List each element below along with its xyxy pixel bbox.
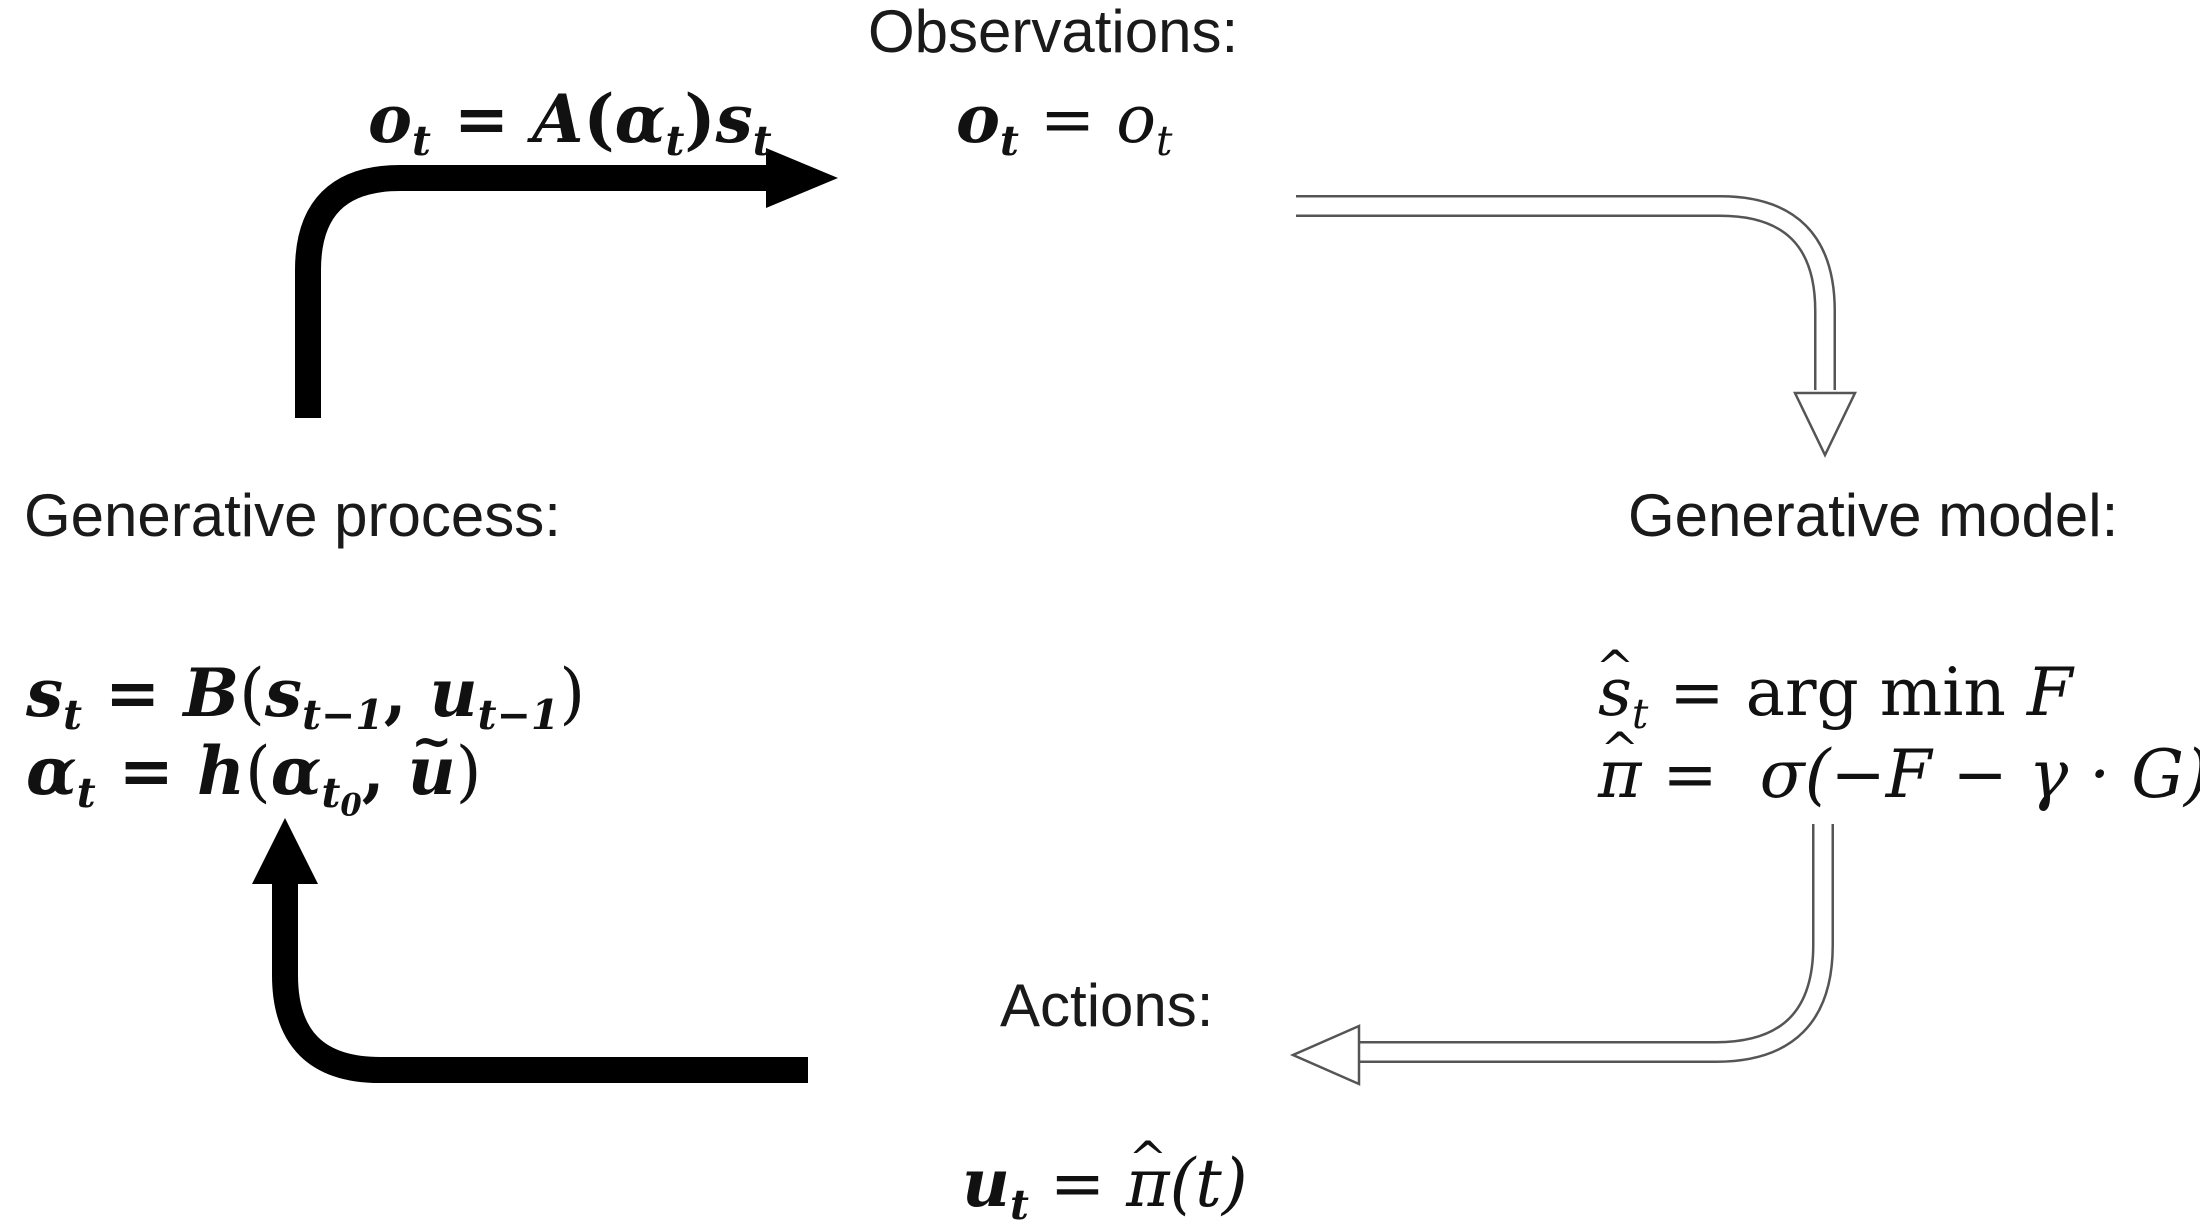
p1-comma: , [383,654,430,732]
model-to-actions-arrow [1289,824,1834,1086]
m1-F: F [2026,654,2073,731]
actions-title: Actions: [1000,972,1214,1039]
actions-to-process-arrowhead [252,818,318,884]
eq-rparen: ) [684,80,716,158]
m2-rhs: (−F − γ · G) [1804,736,2200,813]
generative-process-title: Generative process: [24,482,561,549]
p1-s2-sub: t−1 [302,691,384,740]
eq-o-sub: t [412,117,431,166]
observations-equation: ot = ot [956,86,1172,162]
p2-h: h [196,732,245,810]
a-pi-hat: π [1126,1151,1169,1217]
m1-equals: = [1648,654,1746,731]
p1-rparen: ) [559,655,586,732]
process-equation-1: st = B(st−1, ut−1) [26,660,585,736]
p1-s: s [26,654,64,732]
eq-alpha: α [614,80,666,158]
model-equation-2: π = σ(−F − γ · G) [1598,742,2200,808]
obs-lhs: o [956,80,1001,158]
process-equation-2: αt = h(αt0, u) [26,738,481,821]
p2-equals: = [95,732,197,810]
eq-alpha-sub: t [665,117,685,166]
p1-equals: = [82,654,184,732]
m2-pi-hat: π [1598,742,1641,808]
m1-argmin: arg min [1745,654,2027,731]
process-to-observations-arrowhead [766,148,838,208]
obs-equals: = [1018,81,1117,158]
actions-to-process-arrow [272,880,808,1083]
p2-alpha: α [26,732,77,810]
actions-equation: ut = π(t) [962,1150,1248,1226]
m2-equals: = [1641,736,1760,813]
p1-lparen: ( [239,655,265,732]
top-arrow-equation: ot = A(αt)st [368,86,772,162]
process-to-observations-arrow [295,165,770,418]
generative-model-title: Generative model: [1628,482,2119,549]
p1-B: B [183,654,240,732]
a-u: u [962,1144,1010,1222]
p2-alpha2-sub: t [321,769,341,818]
p2-alpha2-subsub: 0 [340,787,362,824]
p1-s-sub: t [63,691,83,740]
m1-s-hat: s [1598,660,1632,726]
p2-rparen: ) [455,733,482,810]
eq-lparen: ( [583,80,615,158]
a-u-sub: t [1010,1181,1029,1229]
m2-sigma: σ [1759,736,1805,813]
obs-rhs: o [1116,81,1156,158]
eq-s-sub: t [752,117,772,166]
p2-alpha-sub: t [76,769,96,818]
a-rhs: (t) [1169,1145,1248,1222]
eq-s: s [715,80,753,158]
eq-o: o [368,80,413,158]
p2-comma: , [361,732,408,810]
eq-A: A [532,80,584,158]
observations-to-model-arrow [1296,195,1857,458]
obs-rhs-sub: t [1155,117,1173,166]
a-equals: = [1028,1145,1127,1222]
p1-s2: s [264,654,303,732]
p2-lparen: ( [244,733,271,810]
p1-u-sub: t−1 [477,691,560,740]
obs-lhs-sub: t [1000,117,1019,166]
p2-u-tilde: u [408,738,456,804]
p2-alpha2: α [270,732,322,810]
eq-equals: = [430,80,533,158]
observations-title: Observations: [868,0,1239,65]
model-equation-1: st = arg min F [1598,660,2073,735]
